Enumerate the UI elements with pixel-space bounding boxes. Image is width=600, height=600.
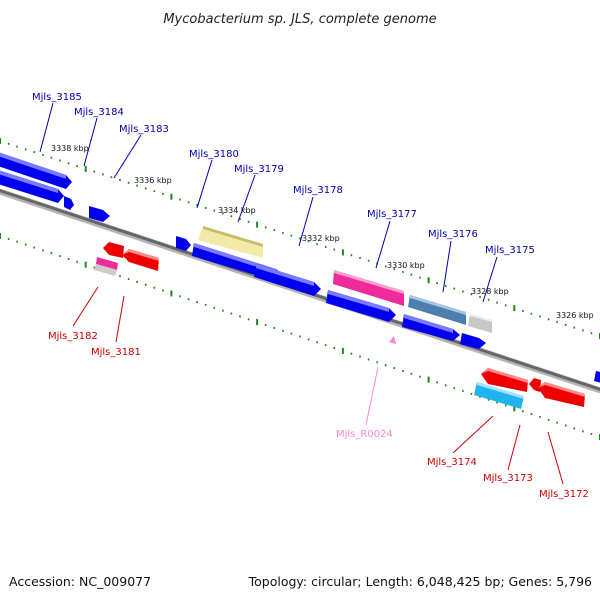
gene-arrow[interactable] [481, 368, 528, 383]
scale-label: 3328 kbp [471, 287, 509, 296]
outer-scale-ticks [0, 138, 600, 339]
gene-label[interactable]: Mjls_3173 [483, 473, 533, 484]
gene-arrow[interactable] [0, 169, 58, 193]
gene-arrow[interactable] [404, 314, 453, 333]
gene-arrow[interactable] [122, 249, 159, 271]
gene-arrow[interactable] [256, 264, 314, 286]
gene-label[interactable]: Mjls_3184 [74, 107, 124, 118]
gene-label[interactable]: Mjls_3181 [91, 347, 141, 358]
scale-label: 3334 kbp [218, 206, 256, 215]
gene-arrow[interactable] [538, 382, 585, 407]
gene-arrow[interactable] [194, 243, 276, 273]
gene-3175[interactable] [468, 314, 492, 333]
scale-label: 3338 kbp [51, 144, 89, 153]
gene-3177[interactable] [333, 270, 404, 306]
gene-arrow[interactable] [460, 333, 486, 349]
gene-label[interactable]: Mjls_3175 [485, 245, 535, 256]
gene-arrow[interactable] [328, 290, 389, 312]
gene-label[interactable]: Mjls_3180 [189, 149, 239, 160]
gene-label[interactable]: Mjls_3172 [539, 489, 589, 500]
gene-label[interactable]: Mjls_3182 [48, 331, 98, 342]
gene-label[interactable]: Mjls_3176 [428, 229, 478, 240]
scale-label: 3332 kbp [302, 234, 340, 243]
gene-arrow[interactable] [89, 206, 110, 222]
rna-marker[interactable] [389, 336, 396, 344]
gene-arrow[interactable] [176, 236, 191, 251]
forward-genes-lower [326, 290, 600, 384]
gene-arrow[interactable] [122, 249, 159, 261]
scale-label: 3336 kbp [134, 176, 172, 185]
reverse-genes [103, 242, 585, 407]
inner-scale-ticks [0, 233, 600, 440]
gene-label[interactable]: Mjls_R0024 [336, 429, 393, 440]
gene-arrow[interactable] [481, 368, 528, 392]
forward-genes-middle [192, 243, 321, 296]
gene-label[interactable]: Mjls_3179 [234, 164, 284, 175]
gene-3174[interactable] [474, 382, 524, 409]
leader-lines [39, 102, 564, 485]
gene-3179[interactable] [198, 226, 263, 258]
gene-3176[interactable] [408, 295, 466, 325]
gene-arrow[interactable] [594, 371, 600, 384]
scale-label: 3330 kbp [387, 261, 425, 270]
gene-arrow[interactable] [103, 242, 124, 258]
gene-label[interactable]: Mjls_3183 [119, 124, 169, 135]
gene-arrow[interactable] [64, 196, 74, 210]
map-title: Mycobacterium sp. JLS, complete genome [163, 12, 436, 27]
genome-summary-text: Topology: circular; Length: 6,048,425 bp… [248, 574, 592, 589]
gene-arrow[interactable] [0, 151, 66, 179]
gene-label[interactable]: Mjls_3178 [293, 185, 343, 196]
gene-labels: Mjls_3185 Mjls_3184 Mjls_3183 Mjls_3180 … [32, 92, 589, 500]
scale-label: 3326 kbp [556, 311, 594, 320]
gene-label[interactable]: Mjls_3185 [32, 92, 82, 103]
scale-labels: 3338 kbp 3336 kbp 3334 kbp 3332 kbp 3330… [51, 144, 594, 320]
gene-arrow[interactable] [529, 378, 541, 392]
gene-label[interactable]: Mjls_3177 [367, 209, 417, 220]
gene-label[interactable]: Mjls_3174 [427, 457, 477, 468]
accession-text: Accession: NC_009077 [9, 574, 151, 589]
gene-3182[interactable] [94, 257, 118, 276]
gene-arrow[interactable] [538, 382, 585, 397]
forward-genes-upper [0, 151, 191, 251]
